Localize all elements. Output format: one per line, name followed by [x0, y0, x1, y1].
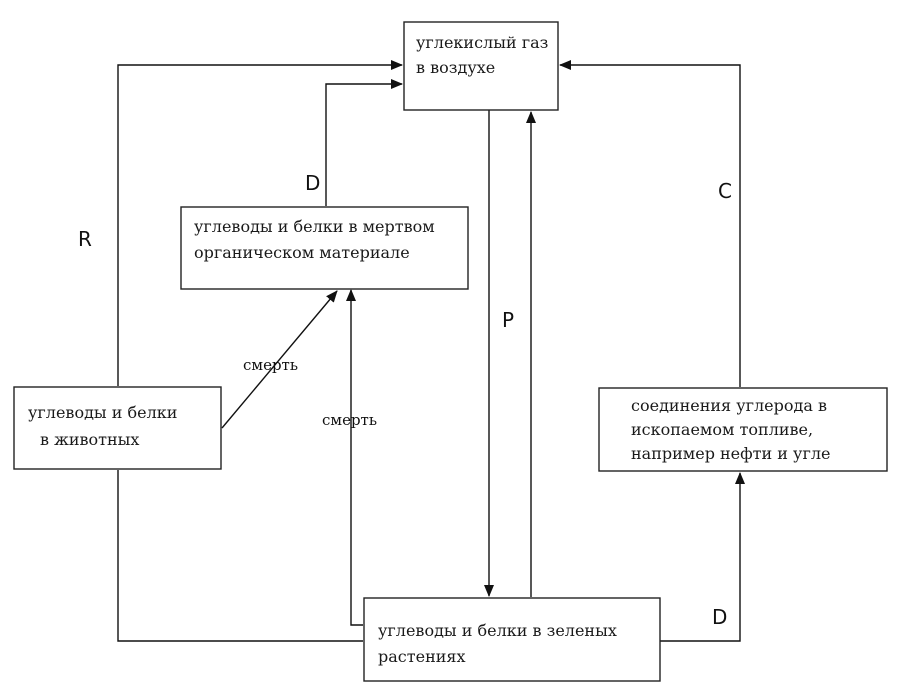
box-dead-matter: углеводы и белки в мертвом органическом …: [180, 206, 469, 290]
box-green-plants-line-2: растениях: [378, 647, 466, 666]
box-co2-air-line-1: углекислый газ: [416, 33, 548, 52]
label-r: R: [78, 227, 92, 251]
box-fossil-fuel: соединения углерода в ископаемом топливе…: [598, 387, 888, 472]
label-p: P: [502, 308, 514, 332]
label-death-animals: смерть: [243, 356, 298, 374]
box-green-plants-line-1: углеводы и белки в зеленых: [378, 621, 617, 640]
box-co2-air-line-2: в воздухе: [416, 58, 495, 77]
box-fossil-fuel-line-1: соединения углерода в: [631, 396, 827, 415]
box-fossil-fuel-line-2: ископаемом топливе,: [631, 420, 813, 439]
box-green-plants: углеводы и белки в зеленых растениях: [363, 597, 661, 682]
arrow-animals-death: [221, 290, 338, 429]
arrow-plants-death: [346, 289, 363, 626]
box-dead-matter-line-1: углеводы и белки в мертвом: [194, 217, 435, 236]
box-dead-matter-line-2: органическом материале: [194, 243, 410, 262]
box-animals-line-1: углеводы и белки: [28, 403, 177, 422]
box-animals-line-2: в животных: [40, 430, 139, 449]
arrow-d-decomposition: [325, 79, 403, 206]
arrow-d-fossilization: [660, 472, 745, 642]
label-death-plants: смерть: [322, 411, 377, 429]
label-d-bottom: D: [712, 605, 727, 629]
box-co2-air: углекислый газ в воздухе: [403, 21, 559, 111]
box-animals: углеводы и белки в животных: [13, 386, 222, 470]
line-plants-to-animals: [117, 470, 363, 642]
arrow-r-respiration: [117, 60, 403, 386]
label-c: C: [718, 179, 732, 203]
arrow-c-combustion: [559, 60, 741, 387]
box-fossil-fuel-line-3: например нефти и угле: [631, 444, 830, 463]
label-d-top: D: [305, 171, 320, 195]
